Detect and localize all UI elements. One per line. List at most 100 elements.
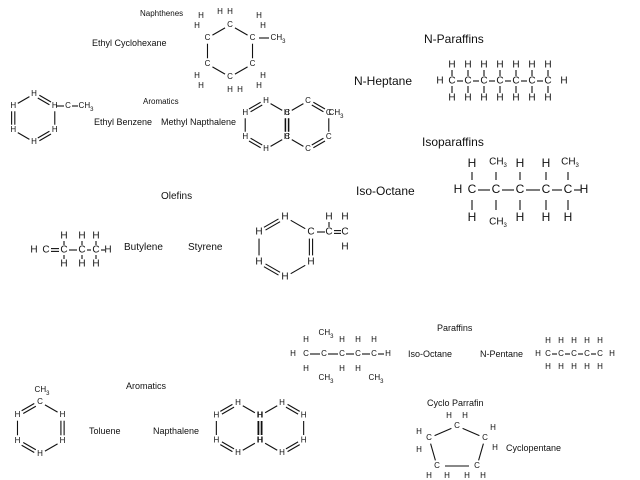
atom-label: H: [92, 231, 99, 242]
bond: [17, 132, 30, 140]
atom-label: H: [78, 231, 85, 242]
atom-label: H: [31, 137, 37, 146]
atom-label: H: [545, 362, 551, 371]
atom-label: H: [325, 212, 332, 223]
atom-label: H: [580, 182, 589, 196]
bond: [248, 101, 261, 110]
atom-label: H: [426, 471, 432, 480]
bond: [250, 104, 263, 113]
bond: [39, 94, 52, 103]
atom-label: C: [42, 245, 49, 256]
bond: [248, 140, 261, 149]
atom-label: C: [326, 108, 332, 117]
atom-label: H: [194, 21, 200, 30]
atom-label: C: [339, 349, 345, 358]
atom-label: H: [436, 76, 443, 87]
bond: [263, 266, 279, 276]
atom-label: H: [446, 411, 452, 420]
atom-label: H: [544, 60, 551, 71]
atom-label: H: [15, 436, 21, 445]
atom-label: H: [454, 182, 463, 196]
atom-label: H: [496, 93, 503, 104]
bond: [285, 441, 299, 450]
bond: [287, 444, 300, 453]
atom-label: H: [279, 448, 285, 457]
atom-label: H: [255, 257, 262, 268]
bond: [270, 103, 283, 111]
bond: [291, 139, 304, 147]
atom-label: H: [263, 96, 269, 105]
atom-label: H: [284, 132, 290, 141]
atom-label: H: [301, 411, 307, 420]
label-aromatics-bottom: Aromatics: [126, 381, 167, 391]
atom-label: C: [516, 182, 525, 196]
atom-label: H: [544, 93, 551, 104]
atom-label: CH3: [489, 157, 507, 169]
atom-label: H: [60, 410, 66, 419]
label-cyclo-parrafin: Cyclo Parrafin: [427, 398, 484, 408]
atom-label: H: [416, 427, 422, 436]
atom-label: H: [303, 364, 309, 373]
label-n-paraffins: N-Paraffins: [424, 32, 484, 46]
atom-label: H: [198, 11, 204, 20]
bond: [285, 406, 299, 415]
atom-label: H: [194, 71, 200, 80]
atom-label: C: [78, 245, 85, 256]
atom-label: H: [480, 93, 487, 104]
atom-label: H: [571, 336, 577, 345]
atom-label: H: [60, 436, 66, 445]
atom-label: C: [496, 76, 503, 87]
atom-label: H: [307, 257, 314, 268]
atom-label: H: [480, 471, 486, 480]
atom-label: CH3: [319, 373, 335, 384]
atom-label: H: [490, 423, 496, 432]
atom-label: H: [444, 471, 450, 480]
bond: [221, 441, 235, 450]
atom-label: H: [279, 398, 285, 407]
atom-label: H: [301, 436, 307, 445]
atom-label: H: [468, 210, 477, 224]
atom-label: H: [341, 212, 348, 223]
label-napthalene: Napthalene: [153, 426, 200, 436]
atom-label: C: [371, 349, 377, 358]
bond: [212, 27, 226, 36]
atom-label: H: [496, 60, 503, 71]
atom-label: C: [250, 33, 256, 42]
atom-label: H: [448, 60, 455, 71]
atom-label: H: [257, 436, 263, 445]
bond: [290, 219, 306, 230]
atom-label: CH3: [329, 108, 345, 119]
bond: [313, 140, 326, 149]
atom-label: H: [558, 362, 564, 371]
label-aromatics-top: Aromatics: [143, 97, 179, 106]
bond: [291, 103, 304, 111]
label-styrene: Styrene: [188, 242, 223, 253]
atom-label: H: [512, 60, 519, 71]
atom-label: C: [558, 349, 564, 358]
bond: [44, 443, 58, 452]
atom-label: H: [37, 449, 43, 458]
atom-label: H: [242, 108, 248, 117]
bond: [220, 403, 233, 412]
bond: [37, 130, 50, 139]
atom-label: H: [560, 76, 567, 87]
atom-label: H: [480, 60, 487, 71]
atom-label: H: [448, 93, 455, 104]
atom-label: H: [584, 336, 590, 345]
atom-label: H: [597, 362, 603, 371]
atom-label: CH3: [489, 217, 507, 229]
atom-label: H: [257, 411, 263, 420]
bond: [311, 104, 324, 113]
atom-label: CH3: [271, 33, 287, 44]
bond: [44, 404, 58, 413]
atom-label: C: [250, 59, 256, 68]
bond: [220, 444, 233, 453]
atom-label: H: [260, 21, 266, 30]
bond: [250, 137, 263, 146]
